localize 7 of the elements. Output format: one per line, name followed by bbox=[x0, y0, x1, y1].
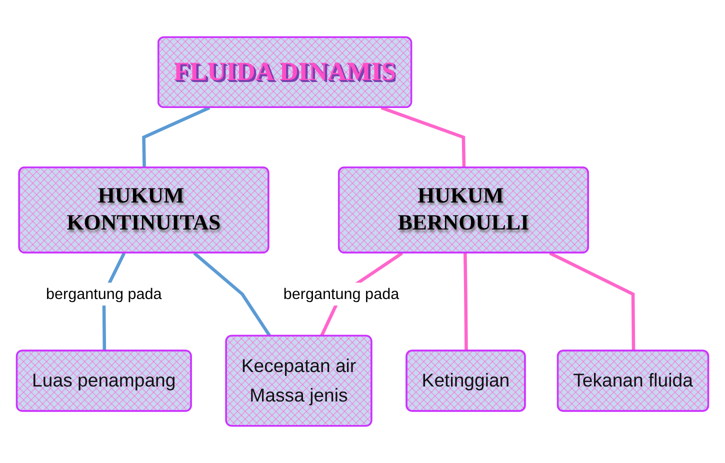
connector bbox=[193, 252, 272, 338]
connector bbox=[380, 106, 466, 168]
edge-label: bergantung pada bbox=[283, 284, 400, 302]
connector bbox=[142, 106, 210, 168]
edge-label: bergantung pada bbox=[46, 284, 162, 302]
connector bbox=[549, 252, 636, 352]
connector bbox=[464, 253, 468, 352]
